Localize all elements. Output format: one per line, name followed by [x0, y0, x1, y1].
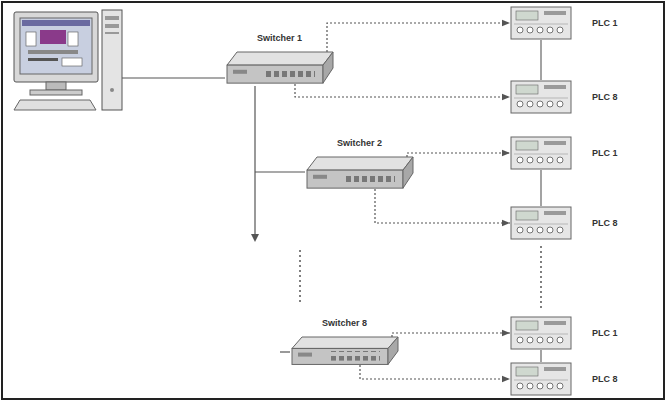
plc-label: PLC 8: [592, 218, 618, 229]
plc-unit: PLC 8: [510, 362, 572, 396]
switch-icon: [305, 155, 415, 191]
link-line: [540, 170, 541, 206]
plc-label: PLC 1: [592, 18, 618, 29]
plc-unit: PLC 8: [510, 206, 572, 240]
link-line: [540, 40, 541, 80]
plc-icon: [510, 6, 572, 40]
plc-unit: PLC 8: [510, 80, 572, 114]
switch-icon: [225, 50, 335, 86]
computer-illustration: [14, 10, 122, 110]
switch-icon: [290, 335, 400, 367]
plc-unit: PLC 1: [510, 316, 572, 350]
network-switch: Switcher 8: [290, 335, 400, 367]
network-cable: [407, 153, 510, 157]
plc-icon: [510, 362, 572, 396]
feed-lines: [122, 78, 305, 352]
plc-label: PLC 1: [592, 328, 618, 339]
plc-icon: [510, 316, 572, 350]
plc-unit: PLC 1: [510, 6, 572, 40]
network-cable: [375, 189, 510, 223]
plc-label: PLC 8: [592, 374, 618, 385]
plc-label: PLC 8: [592, 92, 618, 103]
ellipsis-lines: [300, 246, 541, 310]
switch-label: Switcher 1: [257, 33, 302, 44]
plc-label: PLC 1: [592, 148, 618, 159]
switch-label: Switcher 2: [337, 138, 382, 149]
plc-icon: [510, 206, 572, 240]
network-cable: [327, 23, 510, 52]
plc-icon: [510, 80, 572, 114]
network-cable: [392, 333, 510, 337]
network-cable: [360, 365, 510, 379]
network-switch: Switcher 1: [225, 50, 335, 86]
network-switch: Switcher 2: [305, 155, 415, 191]
plc-unit: PLC 1: [510, 136, 572, 170]
switch-label: Switcher 8: [322, 318, 367, 329]
link-line: [540, 350, 541, 362]
network-cable: [295, 84, 510, 97]
plc-icon: [510, 136, 572, 170]
